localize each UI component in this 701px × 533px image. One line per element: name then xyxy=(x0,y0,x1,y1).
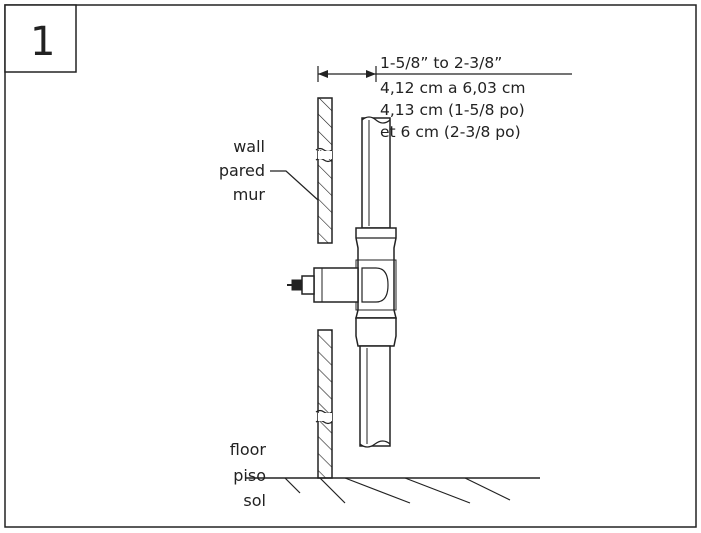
step-number: 1 xyxy=(30,19,55,65)
wall-label-es: pared xyxy=(219,161,265,180)
measurement-label-1: 1-5/8” to 2-3/8” xyxy=(380,54,502,72)
wall-label-fr: mur xyxy=(233,185,266,204)
wall-label-en: wall xyxy=(233,137,265,156)
pipe-lower xyxy=(359,345,391,448)
side-branch-valve xyxy=(287,267,359,303)
floor xyxy=(246,477,540,504)
floor-label-fr: sol xyxy=(243,491,266,510)
measurement-label-2: 4,12 cm a 6,03 cm xyxy=(380,79,525,97)
floor-label-en: floor xyxy=(230,440,267,459)
pipe-upper xyxy=(361,116,391,229)
floor-label-es: piso xyxy=(233,466,266,485)
measurement-label-4: et 6 cm (2-3/8 po) xyxy=(380,123,521,141)
tee-fitting xyxy=(355,227,397,319)
dimension-line xyxy=(317,66,572,82)
wall-leader-line xyxy=(270,170,319,201)
lower-collar xyxy=(355,317,397,347)
wall-upper xyxy=(314,97,350,244)
wall-lower xyxy=(315,329,333,479)
step-number-box: 1 xyxy=(4,4,77,73)
measurement-label-3: 4,13 cm (1-5/8 po) xyxy=(380,101,525,119)
diagram-border xyxy=(4,4,697,528)
